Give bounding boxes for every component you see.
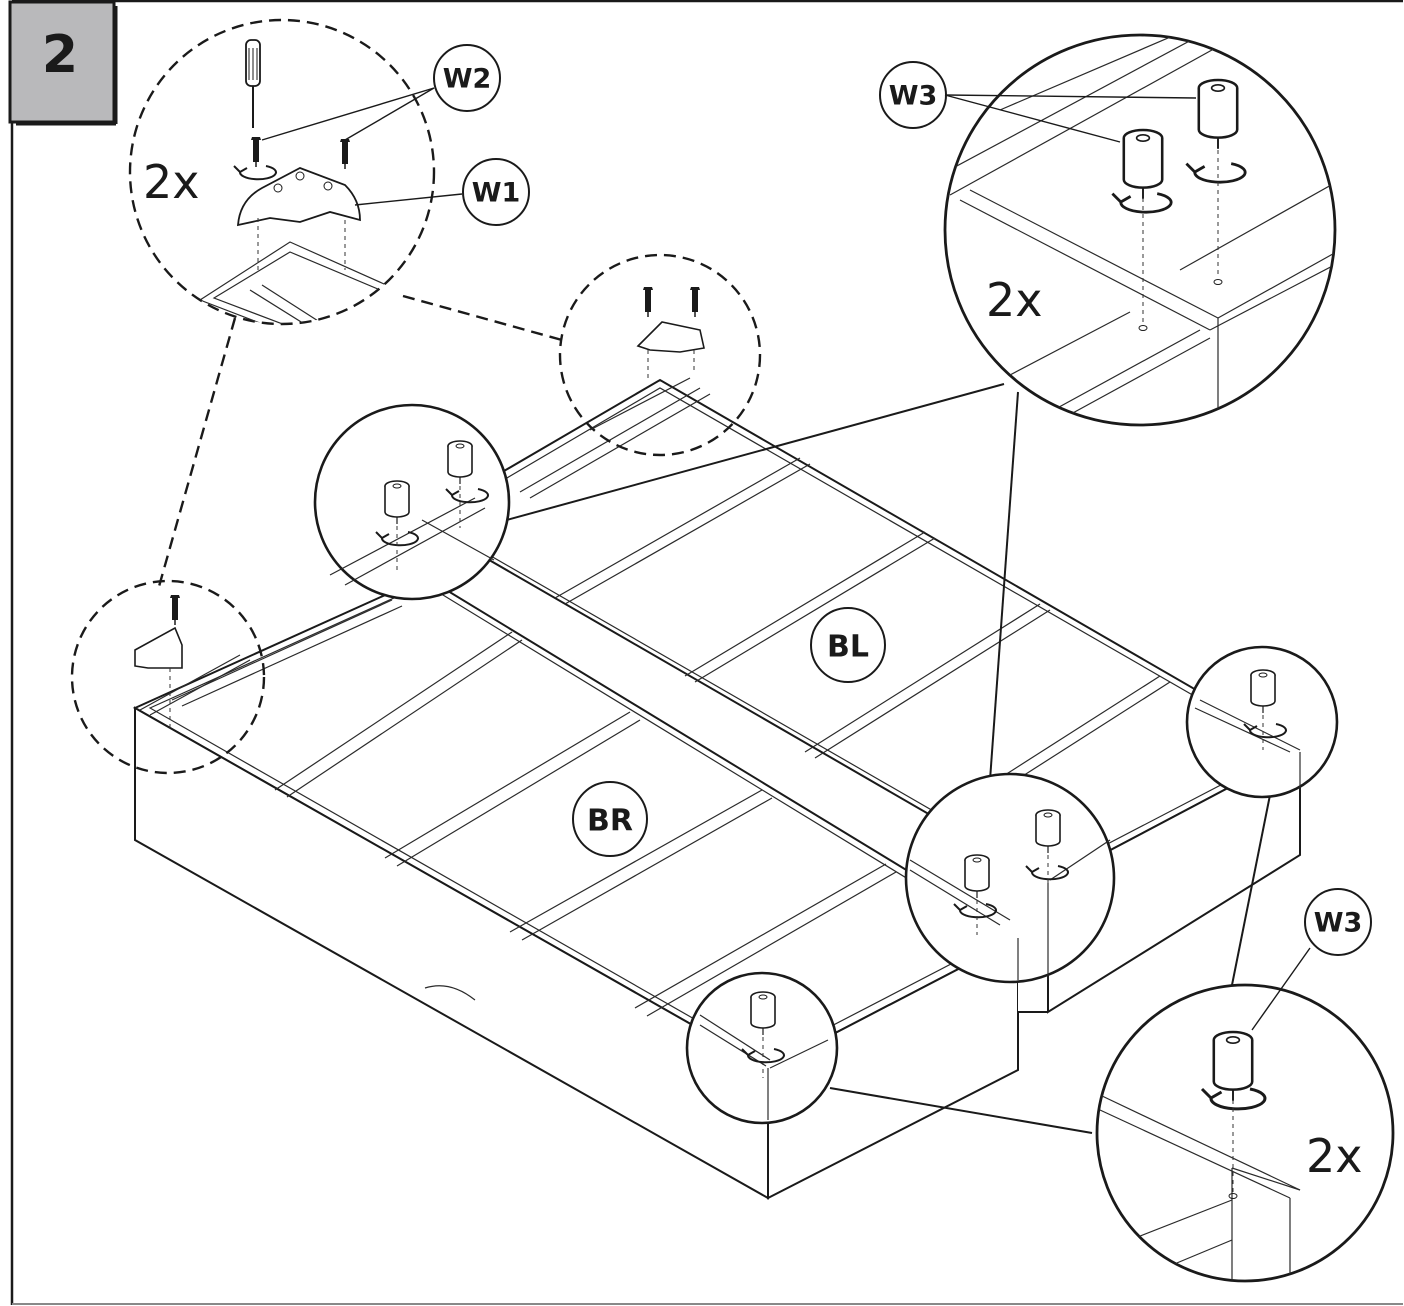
- label-w1: W1: [472, 178, 521, 209]
- corner-bracket-icon: [636, 321, 705, 353]
- screwdriver-icon: [245, 39, 261, 128]
- step-number: 2: [42, 25, 78, 85]
- detail-circle-top-corner: [313, 403, 511, 601]
- detail-circle-front-corner: [685, 971, 839, 1125]
- label-w3-bottom: W3: [1314, 908, 1363, 939]
- frame-br: BR: [132, 575, 1021, 1200]
- multiplier-foot-bottom: 2x: [1306, 1129, 1363, 1183]
- label-br: BR: [587, 804, 633, 839]
- page-frame: [10, 0, 1403, 1305]
- rotate-arrow-icon: [233, 165, 277, 181]
- detail-large-feet-top: 2x W3: [879, 33, 1337, 427]
- screw-icon: [339, 138, 351, 170]
- multiplier-bracket: 2x: [143, 155, 200, 209]
- corner-bracket-icon: [134, 626, 183, 669]
- multiplier-foot-top: 2x: [986, 273, 1043, 327]
- step-badge: 2: [8, 0, 118, 126]
- detail-circle-middle-corner: [904, 772, 1116, 984]
- label-w3-top: W3: [889, 81, 938, 112]
- detail-large-bracket: 2x W2 W1: [128, 18, 530, 326]
- detail-large-foot-bottom: 2x W3: [1095, 888, 1395, 1283]
- corner-bracket-icon: [237, 167, 361, 227]
- leader-lines: [156, 294, 1271, 1134]
- screw-icon: [642, 286, 654, 318]
- label-w2: W2: [443, 64, 492, 95]
- detail-circle-right-corner: [1185, 645, 1339, 799]
- detail-circle-bracket-left: [70, 579, 266, 775]
- screw-icon: [169, 594, 181, 626]
- label-bl: BL: [827, 630, 869, 665]
- detail-circle-bracket-top: [558, 253, 762, 457]
- screw-icon: [250, 136, 262, 168]
- screw-icon: [689, 286, 701, 318]
